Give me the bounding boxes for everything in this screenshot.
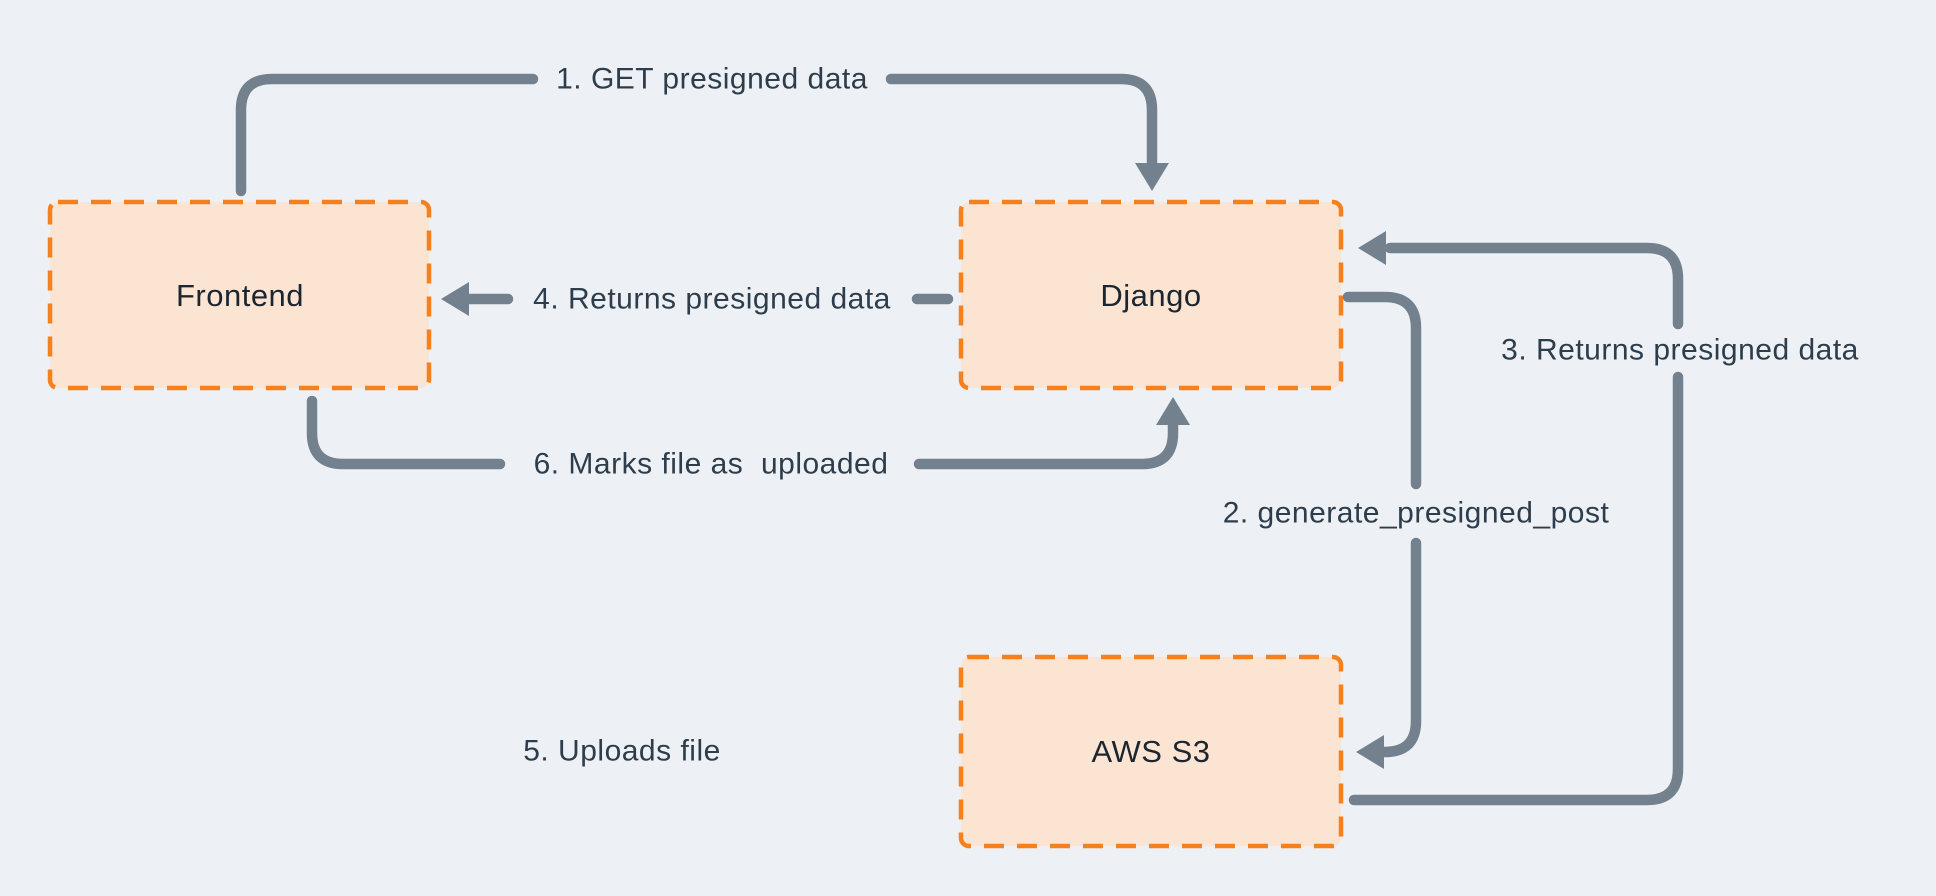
- arrow-2-segment-a: [1342, 291, 1422, 490]
- arrow-3-segment-a: [1348, 371, 1684, 806]
- arrow-6-segment-a: [306, 395, 506, 470]
- arrow-4-arrowhead: [441, 282, 469, 316]
- arrow-1-segment-b: [885, 73, 1158, 171]
- frontend-node-outline: [47, 199, 432, 391]
- node-label-aws-s3: AWS S3: [1091, 734, 1211, 769]
- arrow-1-arrowhead: [1135, 163, 1169, 191]
- arrow-2-arrowhead: [1356, 735, 1384, 769]
- edge-label-6: 6. Marks file as uploaded: [525, 446, 897, 482]
- edge-label-3: 3. Returns presigned data: [1493, 332, 1867, 368]
- edge-label-2: 2. generate_presigned_post: [1214, 495, 1618, 531]
- arrow-6-segment-b: [913, 418, 1179, 470]
- aws-s3-node-outline: [958, 654, 1344, 849]
- edge-label-4: 4. Returns presigned data: [525, 281, 899, 317]
- django-node-outline: [958, 199, 1344, 391]
- edge-label-5: 5. Uploads file: [515, 733, 729, 769]
- arrow-1-segment-a: [235, 73, 539, 197]
- arrow-3-segment-b: [1384, 242, 1684, 330]
- arrow-3-arrowhead: [1358, 231, 1386, 265]
- arrow-2-segment-b: [1377, 537, 1422, 758]
- node-label-frontend: Frontend: [175, 278, 305, 313]
- edge-label-1: 1. GET presigned data: [548, 61, 876, 97]
- node-label-django: Django: [1100, 278, 1202, 313]
- arrow-6-arrowhead: [1156, 397, 1190, 425]
